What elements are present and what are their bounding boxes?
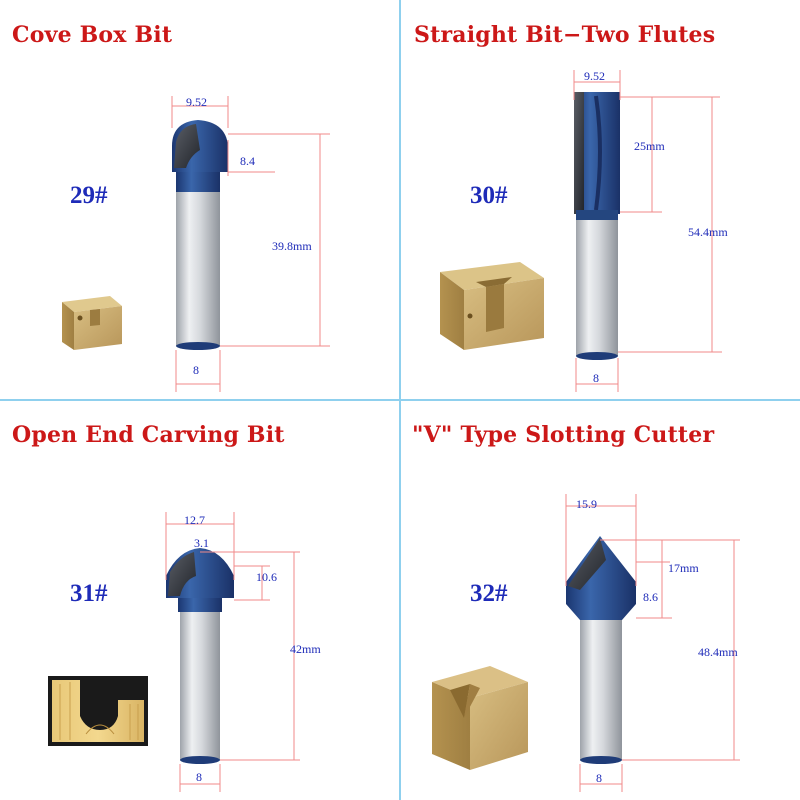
- overall-length-label: 54.4mm: [688, 225, 728, 239]
- product-title: "V" Type Slotting Cutter: [412, 422, 715, 448]
- model-number: 29#: [70, 182, 108, 209]
- product-title: Cove Box Bit: [12, 22, 173, 48]
- cutting-length-label: 25mm: [634, 139, 665, 153]
- model-number: 30#: [470, 182, 508, 209]
- horizontal-divider: [0, 399, 800, 401]
- cove-box-bit-image: [62, 96, 330, 392]
- model-number: 32#: [470, 580, 508, 607]
- panel-cove-box-bit: Cove Box Bit 29# 9.52 8.4 39.8mm 8: [0, 0, 400, 400]
- wood-sample: [440, 262, 544, 350]
- product-title: Open End Carving Bit: [12, 422, 285, 448]
- panel-straight-bit: Straight Bit−Two Flutes 30# 9.52 25mm 54…: [400, 0, 800, 400]
- cutting-length-label: 10.6: [256, 570, 277, 584]
- open-end-carving-bit-image: [48, 512, 300, 792]
- wood-profile-sample: [48, 676, 148, 746]
- wood-sample: [432, 666, 528, 770]
- v-type-slotting-cutter-image: [432, 494, 740, 792]
- wood-sample: [62, 296, 122, 350]
- cutting-length-label: 17mm: [668, 561, 699, 575]
- overall-length-label: 48.4mm: [698, 645, 738, 659]
- shank-diameter-label: 8: [196, 770, 202, 784]
- panel-v-type-slotting-cutter: "V" Type Slotting Cutter 32# 15.9 17mm 8…: [400, 400, 800, 800]
- panel-open-end-carving-bit: Open End Carving Bit 31# 12.7 3.1 10.6 4…: [0, 400, 400, 800]
- angle-depth-label: 8.6: [643, 590, 658, 604]
- overall-length-label: 39.8mm: [272, 239, 312, 253]
- model-number: 31#: [70, 580, 108, 607]
- shank-diameter-label: 8: [193, 363, 199, 377]
- cutting-diameter-label: 15.9: [576, 497, 597, 511]
- tip-width-label: 3.1: [194, 536, 209, 550]
- cutting-diameter-label: 9.52: [584, 69, 605, 83]
- cutting-diameter-label: 9.52: [186, 95, 207, 109]
- cutting-length-label: 8.4: [240, 154, 255, 168]
- shank-diameter-label: 8: [596, 771, 602, 785]
- product-title: Straight Bit−Two Flutes: [414, 22, 716, 48]
- cutting-diameter-label: 12.7: [184, 513, 205, 527]
- straight-bit-image: [440, 70, 722, 392]
- shank-diameter-label: 8: [593, 371, 599, 385]
- overall-length-label: 42mm: [290, 642, 321, 656]
